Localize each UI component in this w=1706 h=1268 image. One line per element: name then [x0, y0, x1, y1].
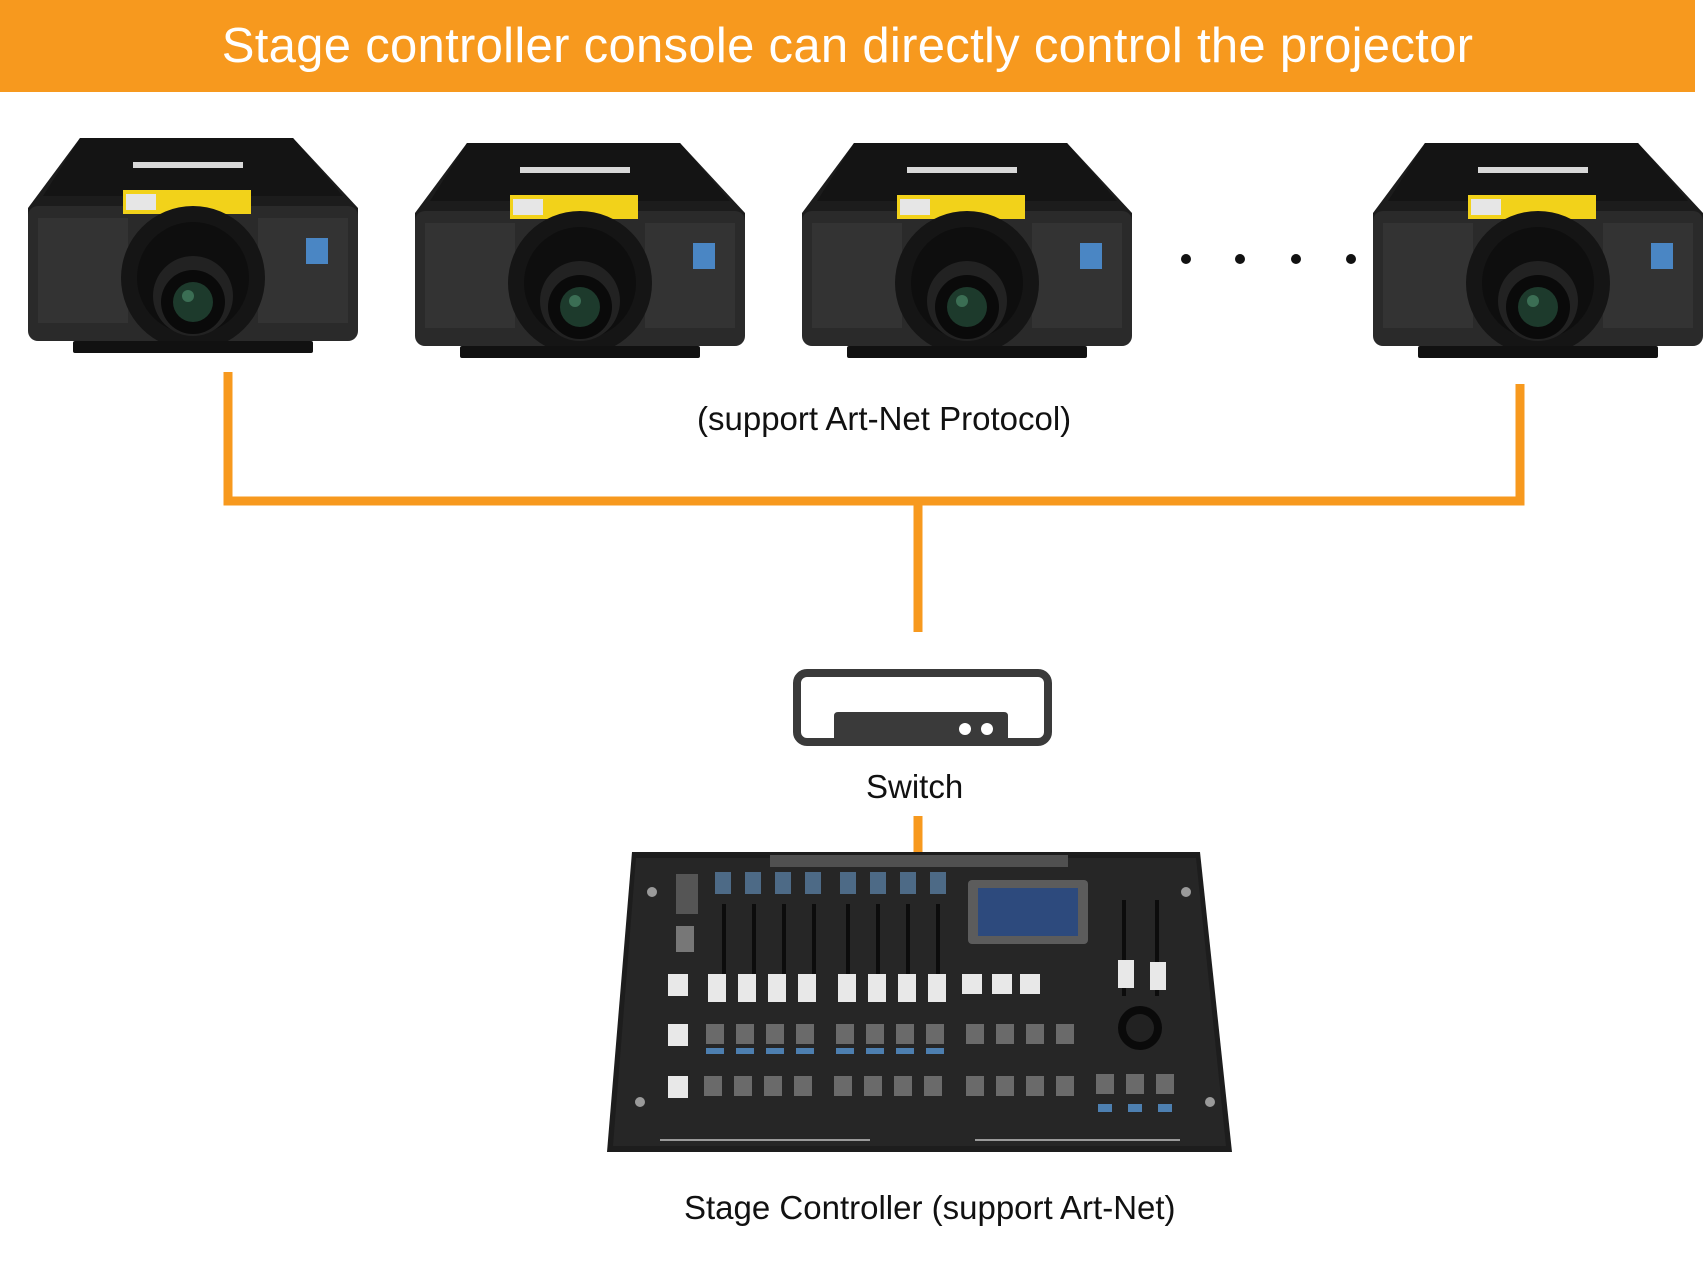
projector-4	[1373, 143, 1703, 358]
switch-label: Switch	[866, 768, 964, 805]
title-banner: Stage controller console can directly co…	[0, 0, 1695, 92]
projector-bus-line	[223, 372, 1525, 506]
ellipsis-more-projectors	[1181, 254, 1356, 264]
projector-1	[28, 138, 358, 353]
controller-label: Stage Controller (support Art-Net)	[684, 1189, 1176, 1226]
dmx-lighting-console-icon	[607, 852, 1232, 1152]
projector-3	[802, 143, 1132, 358]
protocol-label: (support Art-Net Protocol)	[697, 400, 1072, 437]
network-switch-icon	[793, 669, 1052, 746]
projector-2	[415, 143, 745, 358]
banner-title: Stage controller console can directly co…	[221, 19, 1474, 73]
